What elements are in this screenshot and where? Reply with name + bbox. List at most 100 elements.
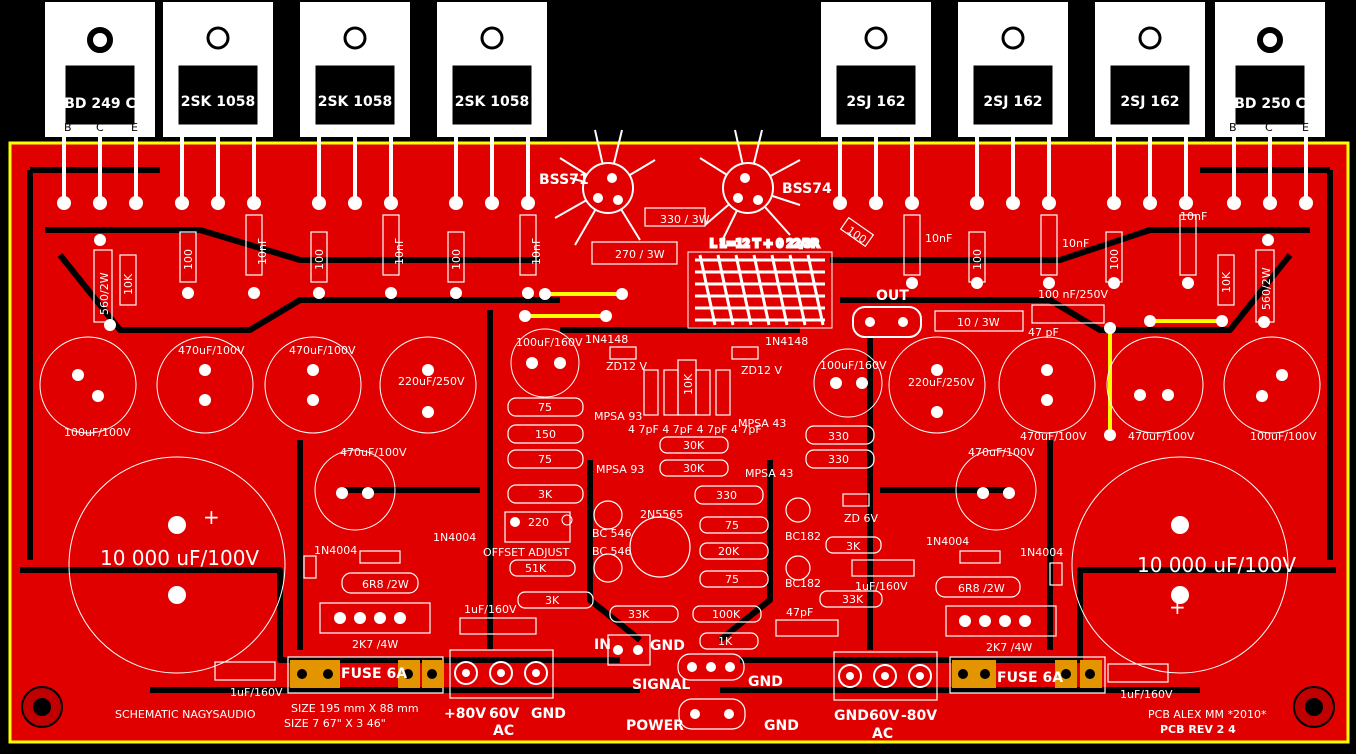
r3k-b: 3K [545, 594, 560, 607]
transistor-7: 2SJ 162 [1095, 2, 1205, 137]
c470u-f: 470uF/100V [968, 446, 1035, 459]
c47pf: 47pF [786, 606, 813, 619]
r330-3w: 330 / 3W [660, 213, 710, 226]
zd12-left: ZD12 V [606, 360, 647, 373]
c10n-a: 10nF [256, 238, 269, 265]
transistor-pads [57, 196, 1313, 210]
r100-c: 100 [450, 249, 463, 270]
isolation-channels [20, 167, 1336, 693]
bc546-a: BC 546 [592, 527, 632, 540]
r100k: 100K [712, 608, 741, 621]
credits: SCHEMATIC NAGYSAUDIO SIZE 195 mm X 88 mm… [115, 702, 1267, 736]
in-label: IN [594, 637, 611, 653]
mpsa43-a: MPSA 43 [738, 417, 786, 430]
transistor-legs [62, 137, 1308, 200]
transistor-6: 2SJ 162 [958, 2, 1068, 137]
pin-e-8: E [1302, 121, 1309, 134]
fuses: FUSE 6A FUSE 6A 1uF/160V 1uF/160V [214, 656, 1173, 701]
r10-3w: 10 / 3W [957, 316, 1000, 329]
r75-c: 75 [725, 519, 739, 532]
d1n4004-a: 1N4004 [433, 531, 476, 544]
r30k-b: 30K [683, 462, 705, 475]
c10n-e: 10nF [1062, 237, 1089, 250]
power-transistors: BD 249 C B C E 2SK 1058 2SK 1058 2SK 105… [45, 2, 1325, 137]
bc546-b: BC 546 [592, 545, 632, 558]
capacitor-labels: 100uF/100V 470uF/100V 470uF/100V 220uF/2… [64, 336, 1317, 619]
pin-b-1: B [64, 121, 72, 134]
transistor-1: BD 249 C B C E [45, 2, 155, 137]
c100n-250v: 100 nF/250V [1038, 288, 1108, 301]
r3k-c: 3K [846, 540, 861, 553]
r20k: 20K [718, 545, 740, 558]
c100u100-right: 100uF/100V [1250, 430, 1317, 443]
front-end: 1N4148 1N4148 ZD12 V ZD12 V 10K 75 150 7… [459, 333, 915, 650]
r100-b: 100 [313, 249, 326, 270]
r75-a: 75 [538, 401, 552, 414]
c470u-b: 470uF/100V [289, 344, 356, 357]
bss71-label: BSS71 [539, 172, 589, 188]
gate-components: 100 10nF 100 10nF 100 10nF 10nF 100 10nF… [93, 210, 1275, 323]
r10k-right: 10K [1220, 271, 1233, 293]
v60-right-label: 60V [869, 708, 899, 724]
terminals [449, 634, 938, 730]
pin-b-8: B [1229, 121, 1237, 134]
size-in: SIZE 7 67" X 3 46" [284, 717, 386, 730]
r51k: 51K [525, 562, 547, 575]
d1n4004-b: 1N4004 [314, 544, 357, 557]
bss74-label: BSS74 [782, 181, 832, 197]
offset-adjust-label: OFFSET ADJUST [483, 546, 570, 559]
c100u160-left: 100uF/160V [516, 336, 583, 349]
c100u160-right: 100uF/160V [820, 359, 887, 372]
pin-e-1: E [131, 121, 138, 134]
d1n4004-c: 1N4004 [926, 535, 969, 548]
r560-left: 560/2W [98, 272, 111, 315]
ac-right-label: AC [872, 726, 893, 742]
r100-d: 100 [971, 249, 984, 270]
transistor-5: 2SJ 162 [821, 2, 931, 137]
c470u-d: 470uF/100V [1128, 430, 1195, 443]
r220-trim: 220 [528, 516, 549, 529]
power-label: POWER [626, 718, 684, 734]
r2k7-left: 2K7 /4W [352, 638, 398, 651]
zd6v-label: ZD 6V [844, 512, 879, 525]
c10n-b: 10nF [393, 238, 406, 265]
bss-drivers: BSS71 BSS74 330 / 3W 270 / 3W [539, 129, 832, 265]
mpsa93-b: MPSA 93 [596, 463, 644, 476]
transistor-8-label: BD 250 C [1234, 96, 1306, 112]
output-coil: L 1=12 T + 0 22/3R [687, 236, 833, 329]
v80p-label: +80V [444, 706, 486, 722]
supply-section: 1N4004 1N4004 1N4004 1N4004 6R8 /2W 6R8 … [303, 531, 1063, 654]
v60-left-label: 60V [489, 706, 519, 722]
c1u160-mid: 1uF/160V [855, 580, 908, 593]
out-label: OUT [876, 288, 909, 304]
r33k-a: 33K [842, 593, 864, 606]
c10n-f: 10nF [1180, 210, 1207, 223]
transistor-2-label: 2SK 1058 [181, 94, 256, 110]
gnd-right-label: GND [834, 708, 869, 724]
fuse-left: FUSE 6A [341, 666, 407, 682]
r330-a: 330 [828, 430, 849, 443]
transistor-1-label: BD 249 C [64, 96, 136, 112]
size-mm: SIZE 195 mm X 88 mm [291, 702, 419, 715]
c10n-d: 10nF [925, 232, 952, 245]
r33k-b: 33K [628, 608, 650, 621]
transistor-6-label: 2SJ 162 [983, 94, 1042, 110]
r75-b: 75 [538, 453, 552, 466]
transistor-5-label: 2SJ 162 [846, 94, 905, 110]
r6r8-left: 6R8 /2W [362, 578, 409, 591]
c47p-label: 47 pF [1028, 326, 1059, 339]
c220u250-right: 220uF/250V [908, 376, 975, 389]
pcb-credit: PCB ALEX MM *2010* [1148, 708, 1267, 721]
c100u100-left: 100uF/100V [64, 426, 131, 439]
jumpers [525, 292, 1222, 435]
transistor-4: 2SK 1058 [437, 2, 547, 137]
signal-label: SIGNAL [632, 677, 690, 693]
q2n5565-label: 2N5565 [640, 508, 683, 521]
connector-labels: IN GND SIGNAL GND POWER GND +80V 60V GND… [444, 637, 937, 742]
r100-e: 100 [1108, 249, 1121, 270]
mpsa93-a: MPSA 93 [594, 410, 642, 423]
transistor-2: 2SK 1058 [163, 2, 273, 137]
r1k: 1K [718, 635, 733, 648]
r6r8-right: 6R8 /2W [958, 582, 1005, 595]
